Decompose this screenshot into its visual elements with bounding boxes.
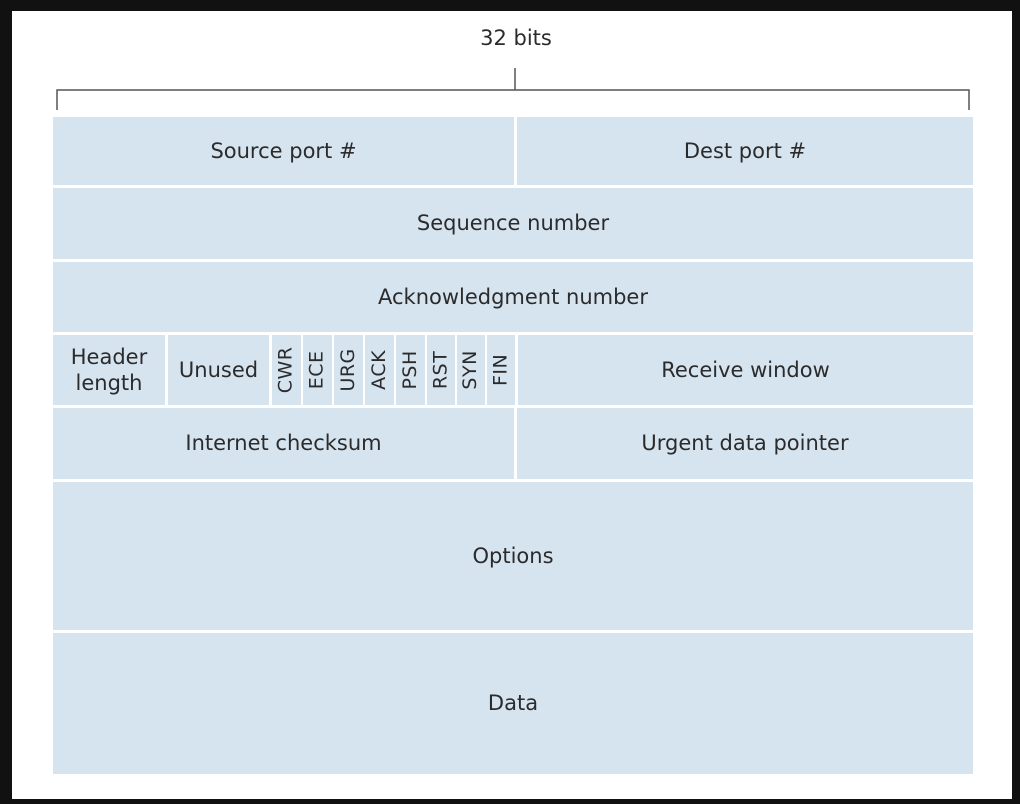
flag-ack-label: ACK	[367, 350, 390, 390]
flag-ece-label: ECE	[305, 350, 328, 390]
flag-cwr: CWR	[272, 335, 301, 405]
source-port-field: Source port #	[53, 117, 514, 185]
flag-rst-label: RST	[429, 350, 452, 390]
flag-fin-label: FIN	[489, 353, 512, 387]
flag-rst: RST	[427, 335, 455, 405]
options-field: Options	[53, 482, 973, 630]
receive-window-field: Receive window	[518, 335, 973, 405]
flag-psh: PSH	[396, 335, 425, 405]
data-field: Data	[53, 633, 973, 774]
flag-psh-label: PSH	[398, 350, 421, 390]
header-length-field: Header length	[53, 335, 165, 405]
flag-urg-label: URG	[336, 348, 359, 392]
acknowledgment-number-field: Acknowledgment number	[53, 262, 973, 332]
internet-checksum-field: Internet checksum	[53, 408, 514, 479]
flag-ece: ECE	[303, 335, 332, 405]
flag-fin: FIN	[487, 335, 515, 405]
bits-bracket	[56, 68, 970, 110]
dest-port-field: Dest port #	[517, 117, 973, 185]
unused-field: Unused	[168, 335, 269, 405]
flag-syn-label: SYN	[459, 350, 482, 390]
flag-ack: ACK	[365, 335, 394, 405]
flag-urg: URG	[334, 335, 363, 405]
urgent-data-pointer-field: Urgent data pointer	[517, 408, 973, 479]
flag-cwr-label: CWR	[274, 346, 297, 394]
flag-syn: SYN	[457, 335, 485, 405]
sequence-number-field: Sequence number	[53, 188, 973, 259]
bits-width-label: 32 bits	[480, 26, 552, 50]
